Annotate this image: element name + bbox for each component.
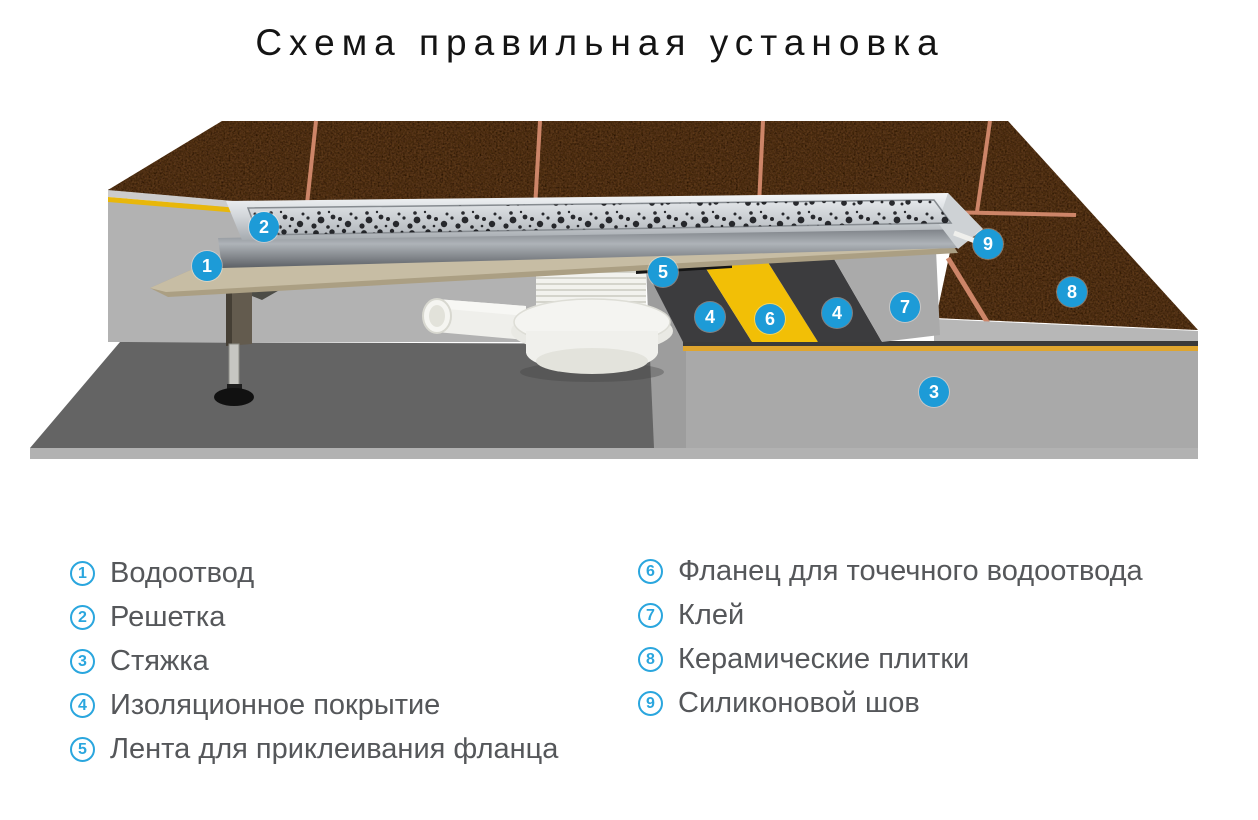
pit-floor [30,342,686,448]
legend-number-2: 2 [70,605,95,630]
insulation-strip-right [764,252,882,342]
legend-item-5: 5 Лента для приклеивания фланца [70,733,559,765]
legend-item-4: 4 Изоляционное покрытие [70,689,558,721]
drain-channel [150,193,995,297]
flange-strip [700,256,818,342]
legend-number-6: 6 [638,559,663,584]
callout-8: 8 [1057,277,1087,307]
right-waterproofing-line [683,346,1198,351]
callout-9: 9 [973,229,1003,259]
legend-number-9: 9 [638,691,663,716]
legend-right-column: 6 Фланец для точечного водоотвода 7 Клей… [638,555,1143,732]
legend-number-1: 1 [70,561,95,586]
legend-number-5: 5 [70,737,95,762]
callout-4a: 4 [695,302,725,332]
callout-5: 5 [648,257,678,287]
callout-6: 6 [755,304,785,334]
legend-left-column: 1 Водоотвод 2 Решетка 3 Стяжка 4 Изоляци… [70,557,559,778]
callout-7: 7 [890,292,920,322]
legend-label-6: Фланец для точечного водоотвода [678,555,1143,587]
right-dark-line [683,341,1198,346]
legend-item-7: 7 Клей [638,599,1143,631]
legend-label-1: Водоотвод [110,557,255,589]
legend-item-9: 9 Силиконовой шов [638,687,1143,719]
tile-grout-lines [305,120,1077,332]
legend-item-1: 1 Водоотвод [70,557,558,589]
ground-band [30,448,1198,459]
legend-item-2: 2 Решетка [70,601,558,633]
callout-3: 3 [919,377,949,407]
siphon [422,266,673,382]
callout-4b: 4 [822,298,852,328]
legend-item-3: 3 Стяжка [70,645,558,677]
legend-item-8: 8 Керамические плитки [638,643,1143,675]
legend-number-7: 7 [638,603,663,628]
legend-label-2: Решетка [110,601,226,633]
callout-2: 2 [249,212,279,242]
legend-label-4: Изоляционное покрытие [110,689,441,721]
page-title: Схема правильная установка [255,22,945,63]
legend-number-3: 3 [70,649,95,674]
legend-label-5: Лента для приклеивания фланца [110,733,559,765]
legend-item-6: 6 Фланец для точечного водоотвода [638,555,1143,587]
legend-number-8: 8 [638,647,663,672]
legend-label-7: Клей [678,599,745,631]
legend-label-9: Силиконовой шов [678,687,920,719]
legend-label-8: Керамические плитки [678,643,970,675]
legend-number-4: 4 [70,693,95,718]
callout-1: 1 [192,251,222,281]
right-underlay-strip [934,319,1198,341]
legend-label-3: Стяжка [110,645,209,677]
